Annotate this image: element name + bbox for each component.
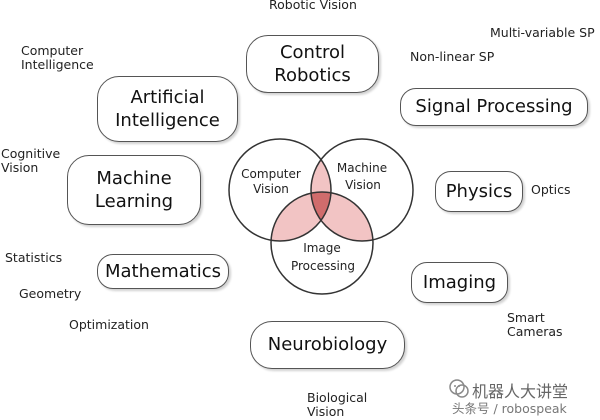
geometry-label: Geometry — [19, 286, 82, 301]
control-robotics-box: Control Robotics — [246, 35, 379, 93]
computer-vision-circle — [228, 138, 332, 242]
artificial-intelligence-box: Artificial Intelligence — [97, 76, 238, 142]
biological-vision-line-1: Biological — [307, 390, 368, 405]
machine-learning-line-1: Machine — [96, 167, 172, 189]
machine-learning-box: Machine Learning — [67, 155, 201, 225]
image-processing-circle — [270, 191, 374, 295]
machine-vision-label-2: Vision — [345, 178, 381, 192]
mathematics-box: Mathematics — [97, 254, 229, 289]
cognitive-vision-line-1: Cognitive — [1, 146, 61, 161]
smart-cameras-line-2: Cameras — [507, 324, 563, 340]
computer-vision-label-2: Vision — [253, 182, 289, 196]
watermark-title: 机器人大讲堂 — [472, 382, 569, 401]
machine-vision-circle — [310, 138, 414, 242]
neurobiology-box: Neurobiology — [250, 321, 405, 369]
multi-variable-sp-label: Multi-variable SP — [490, 25, 595, 40]
machine-learning-line-2: Learning — [94, 191, 174, 212]
control-robotics-line-2: Robotics — [274, 65, 351, 86]
wechat-logo-icon — [449, 379, 469, 398]
watermark-subtitle: 头条号 / robospeak — [452, 401, 567, 416]
artificial-intelligence-line-1: Artificial — [130, 86, 205, 108]
statistics-label: Statistics — [5, 250, 63, 265]
optimization-label: Optimization — [69, 317, 149, 332]
physics-box: Physics — [435, 171, 523, 212]
optics-label: Optics — [531, 182, 571, 197]
image-processing-label-1: Image — [303, 241, 341, 255]
cognitive-vision-label: Cognitive Vision — [1, 146, 61, 176]
smart-cameras-label: Smart Cameras — [507, 310, 563, 340]
non-linear-sp-label: Non-linear SP — [410, 49, 495, 64]
biological-vision-label: Biological Vision — [307, 390, 368, 420]
computer-intelligence-label: Computer Intelligence — [21, 43, 94, 73]
image-processing-label-2: Processing — [291, 259, 355, 273]
artificial-intelligence-line-2: Intelligence — [115, 110, 220, 131]
watermark: 机器人大讲堂 头条号 / robospeak — [442, 376, 598, 416]
overlap-machine-image — [311, 192, 373, 241]
robotic-vision-label: Robotic Vision — [269, 0, 357, 12]
imaging-box: Imaging — [411, 262, 508, 303]
cognitive-vision-line-2: Vision — [1, 160, 39, 176]
computer-intelligence-line-2: Intelligence — [21, 57, 94, 73]
overlap-computer-image — [271, 192, 331, 241]
computer-vision-label-1: Computer — [241, 167, 301, 181]
machine-vision-label-1: Machine — [337, 161, 387, 175]
signal-processing-box: Signal Processing — [400, 88, 588, 126]
computer-intelligence-line-1: Computer — [21, 43, 84, 58]
smart-cameras-line-1: Smart — [507, 310, 545, 325]
control-robotics-line-1: Control — [279, 41, 346, 63]
biological-vision-line-2: Vision — [307, 404, 345, 420]
